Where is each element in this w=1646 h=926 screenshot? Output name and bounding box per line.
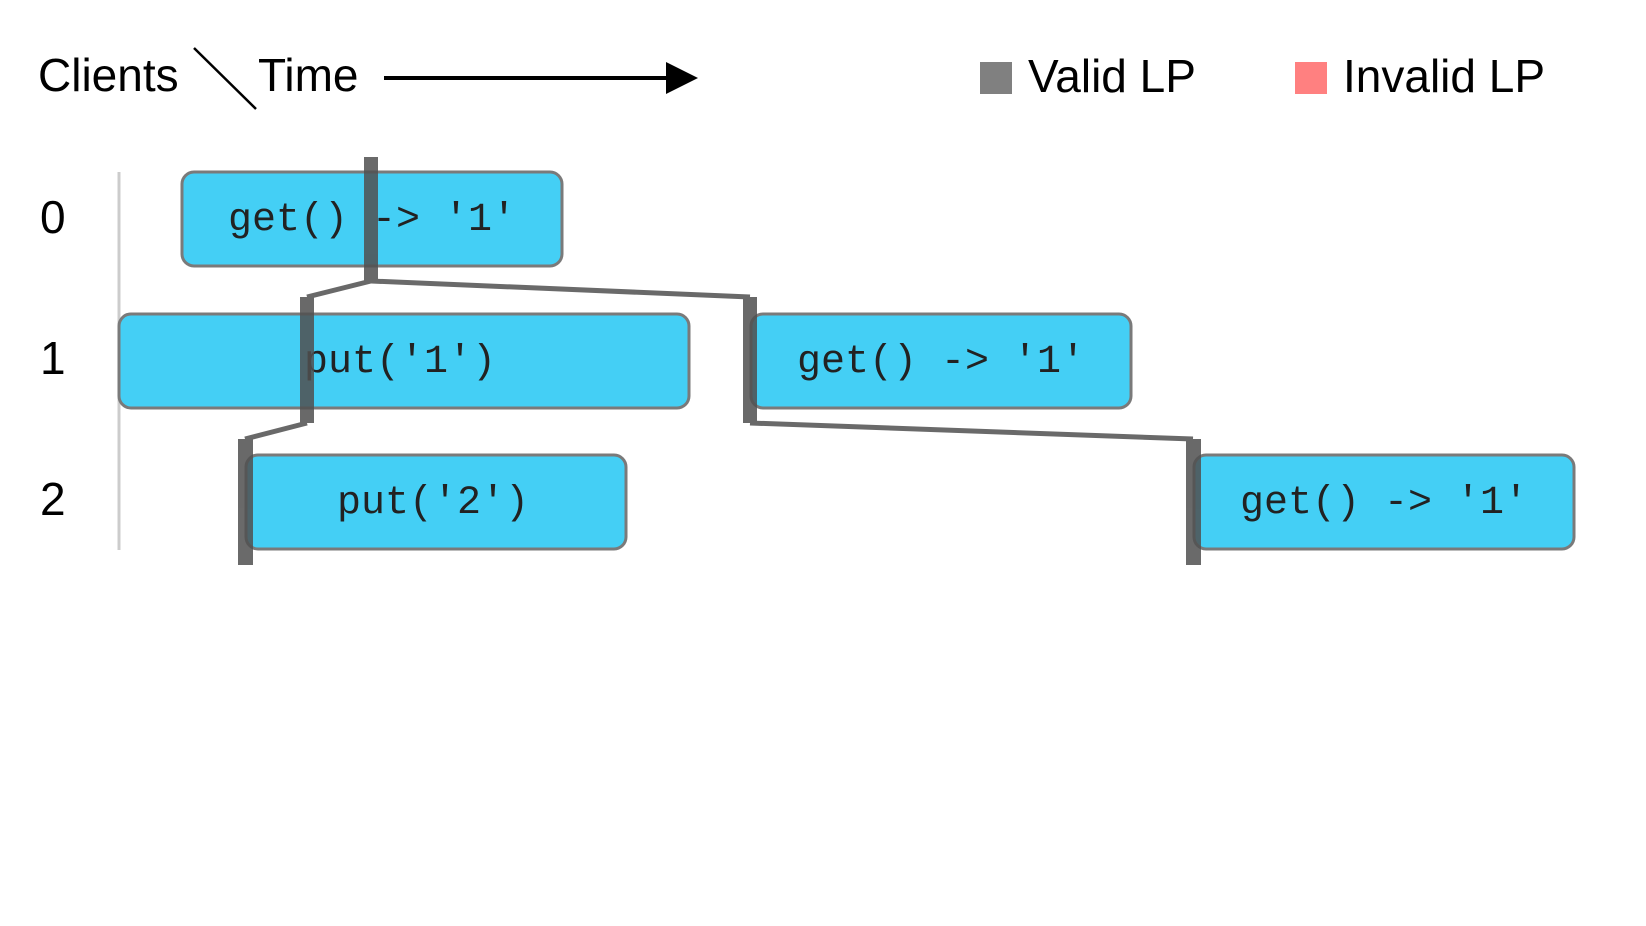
linearization-path [238, 157, 1201, 565]
operation-put-client-1[interactable]: put('1') [117, 312, 691, 410]
legend-label-invalid: Invalid LP [1343, 50, 1545, 102]
time-label: Time [258, 49, 359, 101]
lp-bar-op-0 [364, 157, 378, 281]
legend-swatch-invalid [1295, 62, 1327, 94]
operation-get-client-1[interactable]: get() -> '1' [749, 312, 1133, 410]
client-label-1: 1 [40, 332, 66, 384]
lp-connector [370, 278, 751, 300]
operation-get-client-2[interactable]: get() -> '1' [1192, 453, 1576, 551]
lp-connector [749, 420, 1194, 442]
lp-bar-op-4 [1186, 439, 1201, 565]
lp-connector [306, 278, 372, 300]
lp-bar-op-1 [300, 297, 314, 423]
operation-put-client-2[interactable]: put('2') [244, 453, 628, 551]
time-arrow [384, 62, 698, 94]
client-label-0: 0 [40, 191, 66, 243]
lp-bar-op-2 [743, 297, 757, 423]
header-divider [193, 47, 257, 110]
lp-connector [244, 420, 308, 442]
lp-bar-op-3 [238, 439, 253, 565]
client-label-2: 2 [40, 473, 66, 525]
operation-label: put('2') [337, 481, 529, 526]
operation-label: get() -> '1' [797, 340, 1085, 385]
operation-label: get() -> '1' [1240, 481, 1528, 526]
clients-label: Clients [38, 49, 179, 101]
operation-box[interactable] [117, 312, 691, 410]
legend-label-valid: Valid LP [1028, 50, 1196, 102]
legend-swatch-valid [980, 62, 1012, 94]
operation-label: put('1') [304, 340, 496, 385]
